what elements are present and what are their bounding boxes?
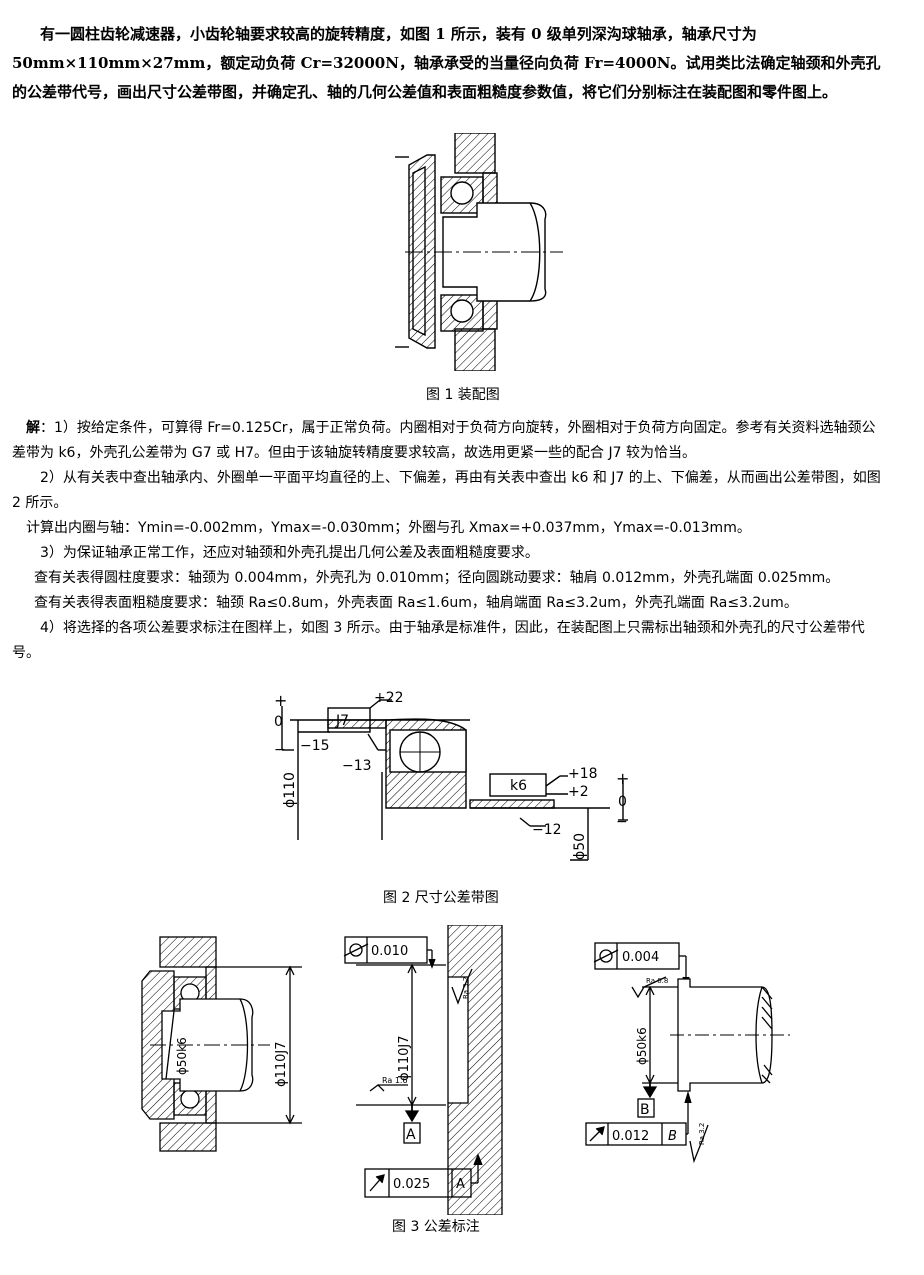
clearance-calculation: 计算出内圈与轴：Ymin=-0.002mm，Ymax=-0.030mm；外圈与孔… (26, 520, 751, 536)
fig3-asm-shaft-dim: ϕ50k6 (175, 1037, 189, 1075)
fig3-hole-ra-bore: Ra 1.6 (382, 1076, 408, 1085)
solution-step-1: ：1）按给定条件，可算得 Fr=0.125Cr，属于正常负荷。内圈相对于负荷方向… (12, 420, 876, 461)
figure-2-tolerance-zone-diagram: + 0 − J7 +22 −15 −13 ϕ110 k6 +18 +2 −12 … (274, 690, 629, 861)
figure-3-tolerance-annotation: ϕ50k6 ϕ110J7 0.010 ϕ110J7 Ra 3.2 Ra 1.6 (141, 925, 790, 1215)
fig2-hole-upper-dev: +22 (374, 690, 404, 706)
problem-statement: 有一圆柱齿轮减速器，小齿轮轴要求较高的旋转精度，如图 1 所示，装有 0 级单列… (12, 25, 881, 101)
fig3-shaft-view (585, 942, 790, 1164)
figure-2-caption: 图 2 尺寸公差带图 (383, 890, 499, 906)
fig3-shaft-dim: ϕ50k6 (635, 1027, 649, 1065)
fig3-hole-runout-datum: A (456, 1177, 465, 1192)
fig2-zero-right: 0 (618, 794, 627, 810)
fig2-minus-right: − (616, 814, 628, 830)
fig2-hole-lower-dev: −13 (342, 758, 372, 774)
fig2-shaft-diameter: ϕ50 (572, 833, 588, 860)
fig3-hole-cylindricity-tol: 0.010 (371, 944, 408, 959)
fig3-shaft-ra-journal: Ra 0.8 (646, 977, 668, 985)
fig3-hole-dim: ϕ110J7 (397, 1036, 412, 1082)
fig2-shaft-lower-dev: +2 (568, 784, 589, 800)
fig3-hole-ra-face: Ra 3.2 (462, 977, 470, 999)
solution-section: 解：1）按给定条件，可算得 Fr=0.125Cr，属于正常负荷。内圈相对于负荷方… (12, 416, 886, 666)
fig3-shaft-cylindricity-tol: 0.004 (622, 950, 659, 965)
solution-step-4: 4）将选择的各项公差要求标注在图样上，如图 3 所示。由于轴承是标准件，因此，在… (12, 620, 865, 661)
fig3-assembly-view (141, 936, 302, 1152)
solution-step-3: 3）为保证轴承正常工作，还应对轴颈和外壳孔提出几何公差及表面粗糙度要求。 (40, 545, 539, 561)
figure-3-caption: 图 3 公差标注 (392, 1219, 480, 1235)
fig2-bearing-inner-lower-dev: −12 (532, 822, 562, 838)
fig2-plus-left: + (274, 691, 287, 710)
fig3-datum-b: B (640, 1102, 650, 1118)
fig2-shaft-upper-dev: +18 (568, 766, 598, 782)
fig3-shaft-runout-tol: 0.012 (612, 1129, 649, 1144)
fig3-housing-view (343, 925, 503, 1215)
fig2-hole-diameter: ϕ110 (282, 772, 298, 808)
fig2-zero-left: 0 (274, 714, 283, 730)
figure-1-caption: 图 1 装配图 (426, 387, 500, 403)
figure-1-assembly-drawing (395, 133, 563, 371)
fig3-hole-runout-tol: 0.025 (393, 1177, 430, 1192)
solution-label: 解 (26, 420, 40, 436)
fig3-shaft-ra-shoulder: Ra 3.2 (698, 1123, 706, 1145)
fig2-plus-right: + (616, 769, 629, 788)
fig3-shaft-runout-datum: B (668, 1129, 677, 1144)
fig2-bearing-outer-lower-dev: −15 (300, 738, 330, 754)
cylindricity-requirements: 查有关表得圆柱度要求：轴颈为 0.004mm，外壳孔为 0.010mm；径向圆跳… (34, 570, 840, 586)
roughness-requirements: 查有关表得表面粗糙度要求：轴颈 Ra≤0.8um，外壳表面 Ra≤1.6um，轴… (34, 595, 798, 611)
fig2-hole-fit-label: J7 (335, 713, 349, 729)
solution-step-2: 2）从有关表中查出轴承内、外圈单一平面平均直径的上、下偏差，再由有关表中查出 k… (12, 470, 881, 511)
fig2-minus-left: − (274, 742, 286, 758)
fig3-datum-a: A (406, 1127, 416, 1143)
fig3-asm-hole-dim: ϕ110J7 (274, 1042, 289, 1088)
fig2-shaft-fit-label: k6 (510, 778, 527, 794)
solution-paragraph-1: 解：1）按给定条件，可算得 Fr=0.125Cr，属于正常负荷。内圈相对于负荷方… (12, 416, 886, 466)
